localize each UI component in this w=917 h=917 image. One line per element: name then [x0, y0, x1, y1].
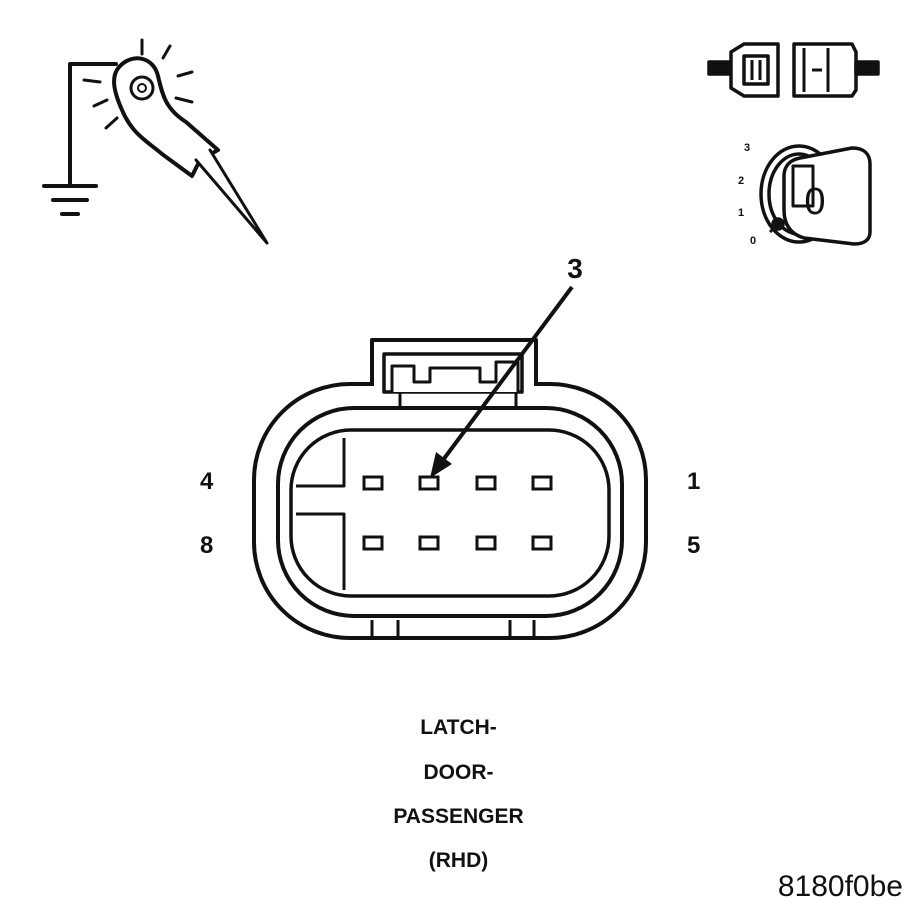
key-label: 0: [804, 181, 825, 223]
caption-line-3: PASSENGER: [393, 805, 524, 828]
connector-disconnected-icon: [707, 42, 880, 98]
pin-cavity-4: [362, 475, 384, 491]
pin-cavity-3: [418, 475, 440, 491]
pin-label-bottom-right: 5: [687, 532, 701, 559]
callout-arrow: [430, 285, 574, 478]
pin-cavity-1: [531, 475, 553, 491]
pin-label-top-right: 1: [687, 468, 701, 495]
pin-cavity-8: [362, 535, 384, 551]
callout-pin-number: 3: [567, 253, 583, 284]
connector-face: [252, 338, 648, 640]
pin-label-bottom-left: 8: [200, 532, 214, 559]
pin-label-top-left: 4: [200, 468, 214, 495]
pin-cavities: [362, 475, 553, 551]
test-light-probe-icon: [42, 38, 269, 245]
reference-code: 8180f0be: [777, 870, 903, 903]
ignition-key-icon: [759, 144, 872, 246]
ground-symbol-icon: [42, 184, 98, 216]
caption-line-1: LATCH-: [420, 716, 497, 739]
key-position-0: 0: [750, 235, 756, 247]
caption-line-4: (RHD): [428, 849, 489, 872]
pin-cavity-2: [475, 475, 497, 491]
key-position-2: 2: [738, 175, 744, 187]
caption-line-2: DOOR-: [423, 761, 494, 784]
pin-cavity-7: [418, 535, 440, 551]
pin-cavity-6: [475, 535, 497, 551]
key-position-3: 3: [744, 142, 750, 154]
pin-cavity-5: [531, 535, 553, 551]
key-position-1: 1: [738, 207, 744, 219]
